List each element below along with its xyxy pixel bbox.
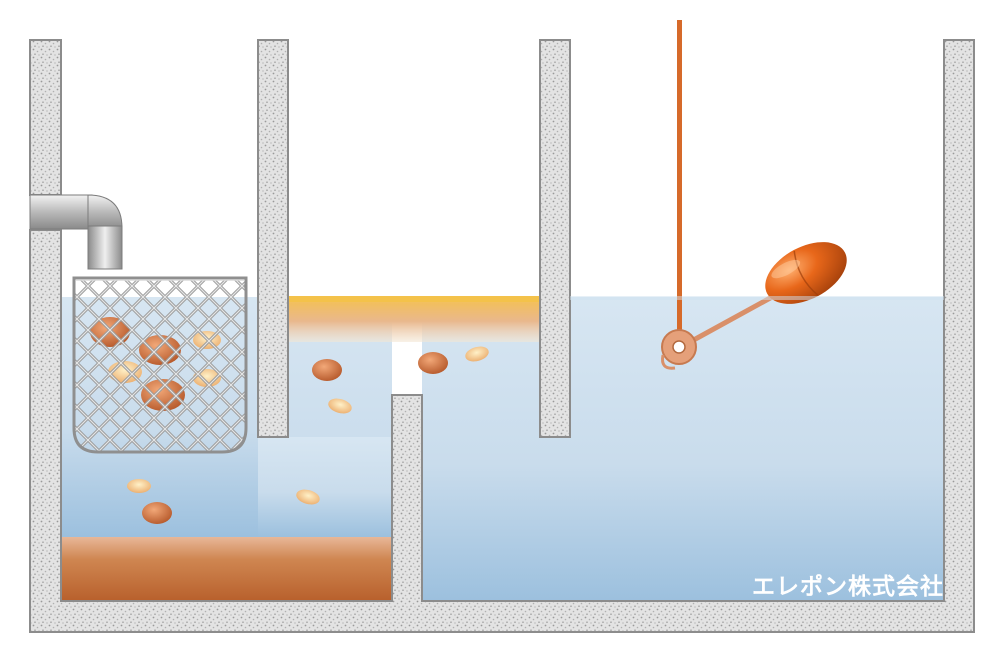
float-rod xyxy=(677,20,682,342)
strainer-basket xyxy=(72,276,248,454)
particle xyxy=(328,398,352,414)
pipe-icon xyxy=(29,194,123,270)
water-chamber-2-below-baffle xyxy=(258,437,392,537)
tank-floor xyxy=(29,600,975,633)
oil-layer xyxy=(288,296,540,342)
baffle-wall-2 xyxy=(539,39,571,438)
particle xyxy=(142,502,172,524)
sludge-layer xyxy=(61,537,392,601)
float-switch-icon xyxy=(661,20,847,370)
tank-walls xyxy=(29,39,975,633)
particles xyxy=(127,346,489,524)
middle-wall xyxy=(391,394,423,602)
basket-icon xyxy=(72,276,248,454)
left-wall xyxy=(29,39,62,602)
particle xyxy=(296,489,320,505)
particle xyxy=(312,359,342,381)
company-logo: エレポン株式会社 xyxy=(752,574,944,600)
oil-layer-top xyxy=(288,296,540,302)
float-pivot xyxy=(661,329,697,370)
inlet-pipe xyxy=(29,194,123,270)
float-ball xyxy=(765,242,847,304)
right-wall xyxy=(943,39,975,633)
float-switch xyxy=(661,20,847,370)
baffle-wall-1 xyxy=(257,39,289,438)
float-arm xyxy=(687,294,775,345)
particle xyxy=(127,479,151,493)
particle xyxy=(465,346,489,362)
particle xyxy=(418,352,448,374)
